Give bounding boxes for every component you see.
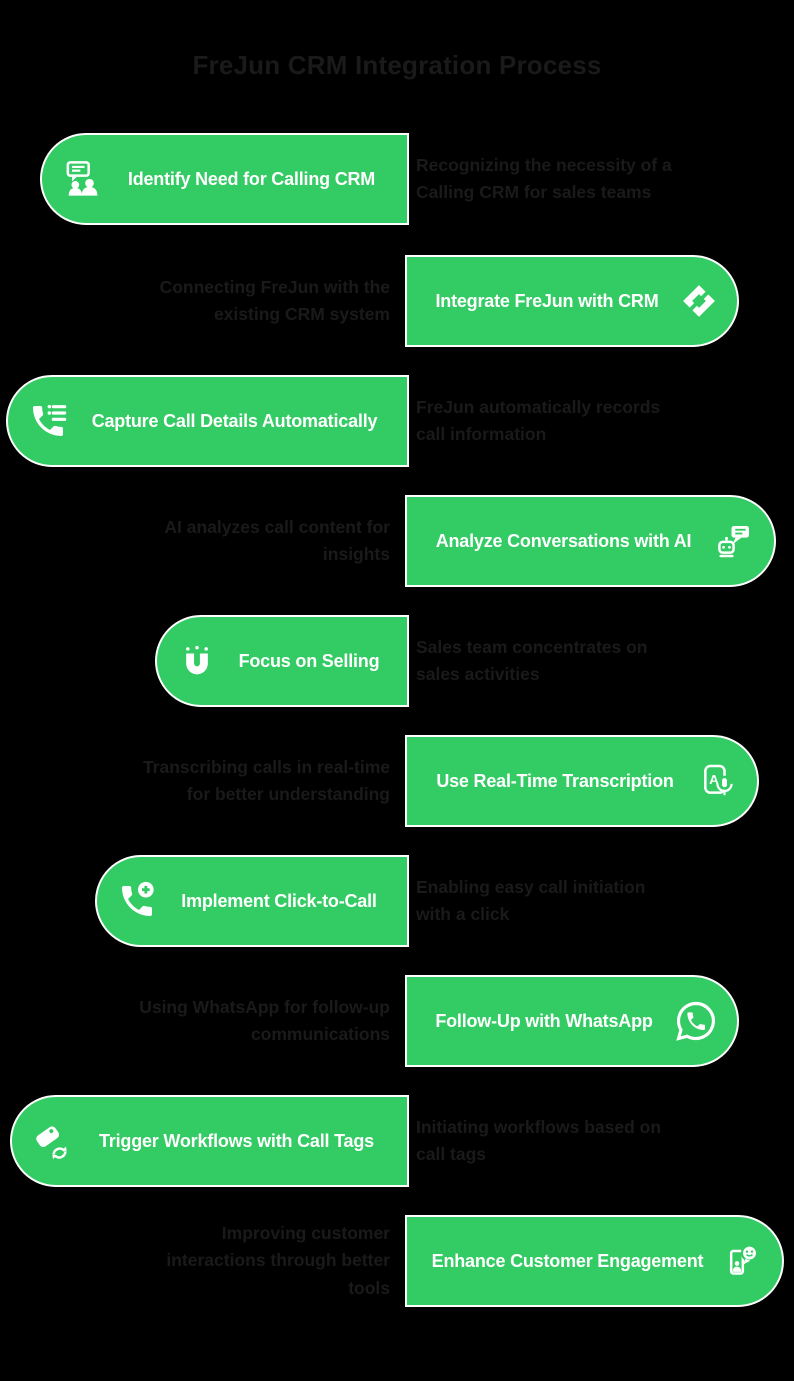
step-card-customer-engagement: Enhance Customer Engagement [405, 1215, 784, 1307]
step-card-click-to-call: Implement Click-to-Call [95, 855, 409, 947]
step-label: Identify Need for Calling CRM [127, 168, 376, 189]
svg-text:A: A [709, 772, 719, 787]
step-card-analyze-conversations: Analyze Conversations with AI [405, 495, 776, 587]
step-card-capture-call-details: Capture Call Details Automatically [6, 375, 409, 467]
step-description: Using WhatsApp for follow-up communicati… [139, 996, 390, 1044]
step-label: Implement Click-to-Call [181, 890, 377, 911]
step-description: Improving customer interactions through … [166, 1223, 390, 1298]
step-label: Capture Call Details Automatically [91, 410, 378, 431]
whatsapp-icon [675, 1000, 717, 1042]
step-card-focus-on-selling: Focus on Selling [155, 615, 409, 707]
step-card-whatsapp-followup: Follow-Up with WhatsApp [405, 975, 739, 1067]
step-card-trigger-workflows: Trigger Workflows with Call Tags [10, 1095, 409, 1187]
tag-sync-icon [32, 1121, 72, 1161]
phone-list-icon [28, 401, 68, 441]
step-card-integrate-frejun: Integrate FreJun with CRM [405, 255, 739, 347]
transcription-icon: A [697, 761, 737, 801]
integration-diamond-icon [681, 283, 717, 319]
chat-users-icon [62, 159, 102, 199]
step-description: FreJun automatically records call inform… [416, 396, 661, 444]
step-label: Focus on Selling [238, 650, 380, 671]
step-label: Trigger Workflows with Call Tags [99, 1130, 374, 1151]
step-label: Integrate FreJun with CRM [435, 290, 659, 311]
customer-chat-icon [722, 1241, 762, 1281]
step-card-realtime-transcription: Use Real-Time Transcription A [405, 735, 759, 827]
step-description: Transcribing calls in real-time for bett… [142, 756, 390, 804]
phone-plus-icon [117, 881, 157, 921]
step-label: Follow-Up with WhatsApp [435, 1010, 653, 1031]
step-label: Analyze Conversations with AI [435, 530, 692, 551]
step-label: Use Real-Time Transcription [436, 770, 674, 791]
page-title: FreJun CRM Integration Process [192, 50, 602, 80]
step-label: Enhance Customer Engagement [431, 1250, 704, 1271]
step-description: Initiating workflows based on call tags [416, 1116, 662, 1164]
step-card-identify-need: Identify Need for Calling CRM [40, 133, 409, 225]
step-description: Sales team concentrates on sales activit… [416, 636, 648, 684]
step-description: Enabling easy call initiation with a cli… [416, 876, 646, 924]
robot-chat-icon [714, 521, 754, 561]
step-description: Connecting FreJun with the existing CRM … [159, 276, 390, 324]
magnet-icon [177, 641, 217, 681]
step-description: AI analyzes call content for insights [164, 516, 390, 564]
step-description: Recognizing the necessity of a Calling C… [416, 154, 672, 202]
